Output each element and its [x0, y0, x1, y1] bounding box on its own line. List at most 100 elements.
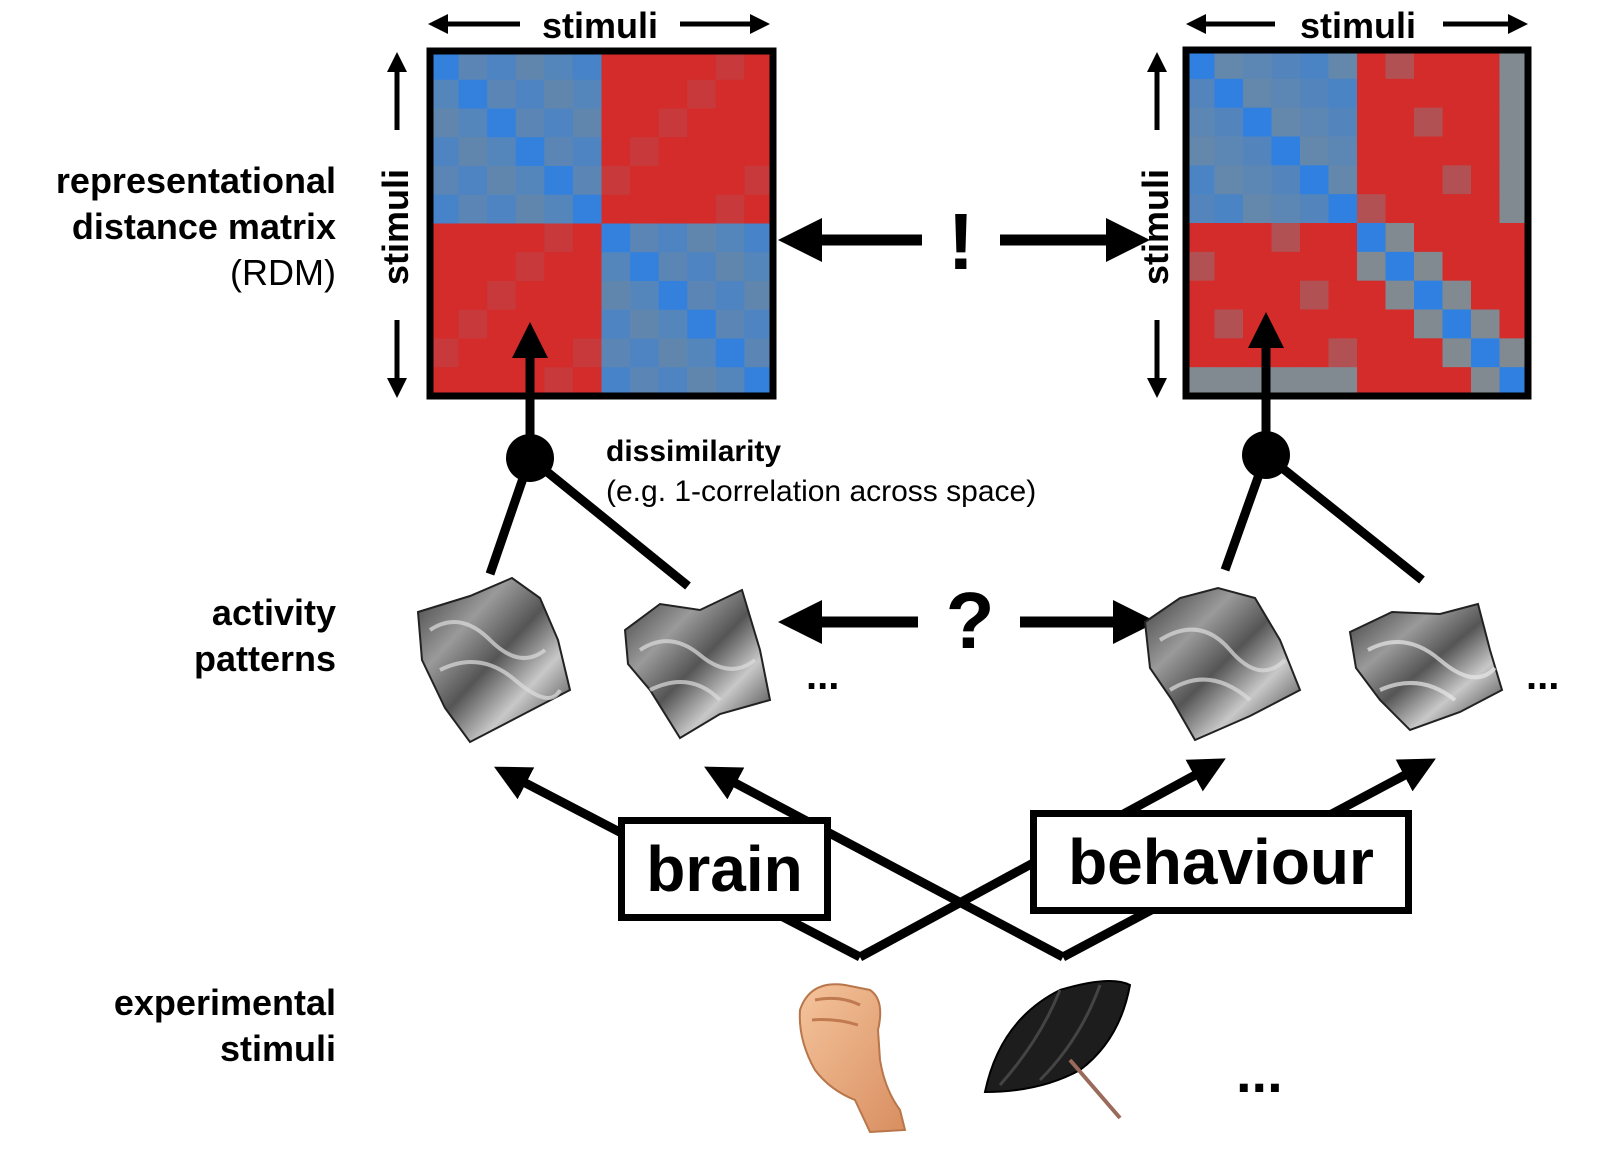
rdm-cell: [715, 281, 745, 311]
comparison-arrows: [778, 218, 1157, 644]
rdm-cell: [1271, 280, 1301, 310]
rdm-cell: [544, 281, 574, 311]
rdm-cell: [1414, 165, 1443, 195]
rdm-cell: [1243, 107, 1272, 137]
rdm-cell: [1385, 251, 1415, 282]
rdm-cell: [687, 309, 717, 339]
rdm-left-frame: [426, 47, 777, 400]
rdm-cell: [544, 309, 574, 339]
rdm-cell: [458, 223, 488, 253]
rdm-cell: [1186, 50, 1215, 80]
rdm-cell: [1328, 165, 1358, 195]
rdm-cell: [544, 252, 574, 282]
rdm-cell: [1385, 50, 1415, 80]
rdm-left-side-label: stimuli: [375, 169, 416, 286]
rdm-cell: [544, 367, 574, 397]
rdm-cell: [1300, 136, 1329, 166]
rdm-cell: [1414, 78, 1443, 109]
dissimilarity-caption: dissimilarity (e.g. 1-correlation across…: [606, 432, 1036, 512]
rdm-cell: [430, 137, 460, 167]
rdm-cell: [487, 51, 517, 81]
rdm-cell: [1186, 309, 1215, 339]
rdm-cell: [1186, 78, 1215, 109]
rdm-cell: [1271, 223, 1301, 253]
rdm-cell: [1300, 165, 1329, 195]
rdm-cell: [1214, 338, 1244, 368]
rdm-cell: [601, 137, 631, 167]
rdm-cell: [1214, 223, 1244, 253]
rdm-cell: [687, 281, 717, 311]
rdm-cell: [687, 223, 717, 253]
rdm-cell: [744, 338, 774, 368]
activity-pattern-1: [416, 576, 572, 744]
rdm-cell: [1442, 251, 1472, 282]
rdm-cell: [544, 79, 574, 109]
rdm-cell: [744, 367, 774, 397]
rdm-cell: [544, 223, 574, 253]
rdm-label-line1: representational: [55, 160, 336, 201]
rdm-row-label: representational distance matrix (RDM): [0, 158, 336, 296]
rdm-cell: [487, 338, 517, 368]
rdm-cell: [630, 309, 660, 339]
rdm-cell: [658, 166, 688, 196]
rdm-cell: [1328, 136, 1358, 166]
rdm-cell: [1471, 136, 1500, 166]
rdm-cell: [1499, 78, 1529, 109]
rdm-cell: [658, 223, 688, 253]
rdm-cell: [572, 166, 602, 196]
rdm-cell: [658, 281, 688, 311]
rdm-cell: [630, 137, 660, 167]
activity-surface-icon: [1348, 602, 1504, 732]
rdm-cell: [487, 166, 517, 196]
rdm-cell: [430, 108, 460, 138]
dissimilarity-node-right: [1242, 431, 1290, 479]
rdm-left: [430, 51, 774, 397]
rdm-cell: [687, 51, 717, 81]
rdm-cell: [458, 79, 488, 109]
rdm-cell: [1243, 78, 1272, 109]
rdm-cell: [430, 51, 460, 81]
rdm-cell: [430, 367, 460, 397]
rdm-cell: [1186, 136, 1215, 166]
rdm-cell: [1243, 50, 1272, 80]
rdm-cell: [1328, 280, 1358, 310]
rdm-cell: [1385, 223, 1415, 253]
rdm-cell: [458, 137, 488, 167]
ellipsis-patterns-right: ...: [1526, 654, 1560, 698]
rdm-cell: [430, 223, 460, 253]
rdm-cell: [687, 367, 717, 397]
rdm-cell: [1186, 223, 1215, 253]
dissimilarity-to-rdm-arrows: [512, 312, 1284, 440]
rdm-cell: [1214, 78, 1244, 109]
rdm-cell: [1328, 107, 1358, 137]
rdm-cell: [1186, 251, 1215, 282]
rdm-cell: [572, 194, 602, 224]
rdm-cell: [658, 338, 688, 368]
rdm-cell: [1385, 136, 1415, 166]
rdm-cell: [1243, 223, 1272, 253]
activity-surface-icon: [1143, 586, 1302, 742]
rdm-right-frame: [1182, 46, 1532, 400]
rdm-cell: [1357, 165, 1386, 195]
rdm-cell: [1357, 223, 1386, 253]
rdm-cell: [1300, 309, 1329, 339]
rdm-cell: [1471, 165, 1500, 195]
rdm-cell: [572, 338, 602, 368]
rdm-cell: [1442, 367, 1472, 397]
rdm-cell: [1357, 50, 1386, 80]
rdm-cell: [515, 137, 545, 167]
rdm-cell: [1499, 107, 1529, 137]
rdm-cell: [1300, 338, 1329, 368]
rdm-cell: [687, 79, 717, 109]
rdm-cell: [1328, 78, 1358, 109]
rdm-cell: [1385, 107, 1415, 137]
rdm-cell: [1385, 309, 1415, 339]
rdm-cell: [1243, 280, 1272, 310]
stimuli-label-line1: experimental: [113, 982, 336, 1023]
rdm-cell: [1499, 165, 1529, 195]
rdm-cell: [715, 223, 745, 253]
rdm-left-top-label: stimuli: [541, 5, 658, 46]
behaviour-box: behaviour: [1030, 810, 1412, 914]
rdm-cell: [458, 51, 488, 81]
rdm-cell: [1214, 50, 1244, 80]
